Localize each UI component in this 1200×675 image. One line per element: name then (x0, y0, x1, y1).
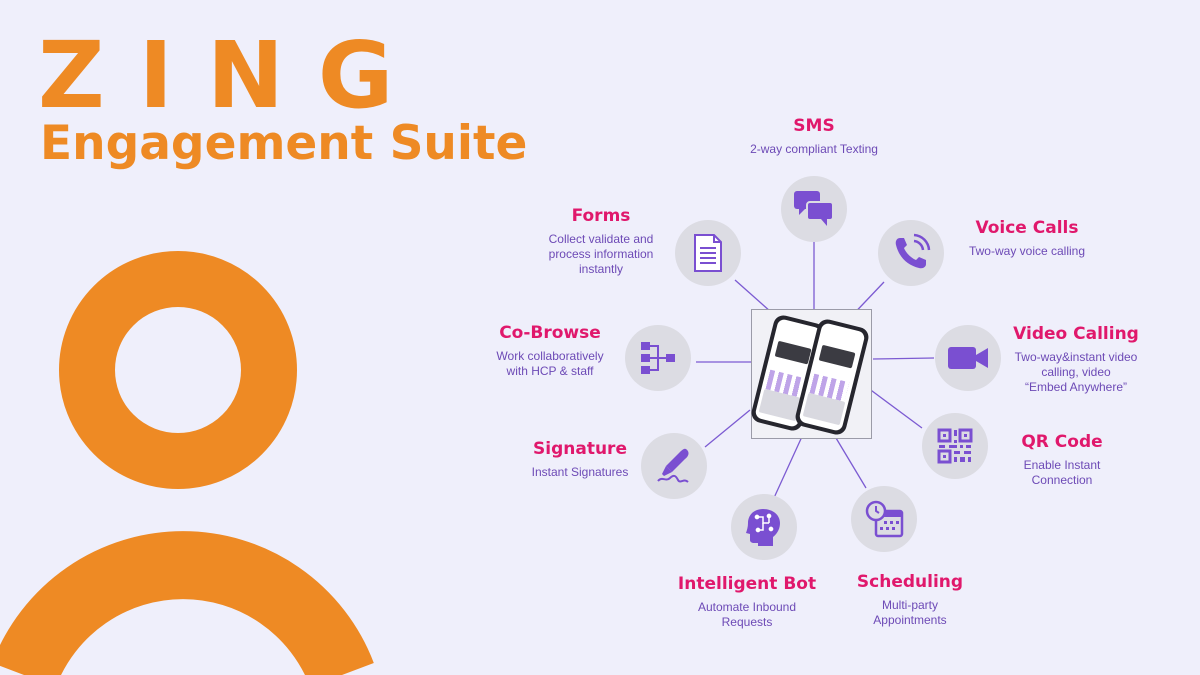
flowchart-icon (625, 325, 691, 391)
feature-video-calling: Video Calling Two-way&instant video call… (1000, 324, 1152, 395)
feature-scheduling: Scheduling Multi-party Appointments (840, 572, 980, 628)
feature-title: Voice Calls (975, 218, 1079, 238)
calendar-clock-icon (851, 486, 917, 552)
feature-title: Scheduling (856, 572, 964, 592)
feature-description: 2-way compliant Texting (750, 142, 878, 156)
ai-head-icon (731, 494, 797, 560)
feature-forms: Forms Collect validate and process infor… (516, 206, 686, 277)
feature-description: Two-way&instant video calling, video “Em… (1014, 350, 1138, 394)
orange-ring (59, 251, 297, 489)
feature-sms: SMS 2-way compliant Texting (714, 116, 914, 157)
feature-voice-calls: Voice Calls Two-way voice calling (947, 218, 1107, 259)
feature-title: SMS (793, 116, 835, 136)
feature-title: Co-Browse (499, 323, 601, 343)
document-icon (675, 220, 741, 286)
feature-qr-code: QR Code Enable Instant Connection (997, 432, 1127, 488)
feature-description: Two-way voice calling (968, 244, 1086, 258)
feature-title: QR Code (1021, 432, 1103, 452)
qr-code-icon (922, 413, 988, 479)
feature-signature: Signature Instant Signatures (505, 439, 655, 480)
video-camera-icon (935, 325, 1001, 391)
feature-description: Enable Instant Connection (1023, 458, 1101, 487)
feature-description: Instant Signatures (531, 465, 629, 479)
phone-ringing-icon (878, 220, 944, 286)
feature-co-browse: Co-Browse Work collaboratively with HCP … (470, 323, 630, 379)
feature-description: Collect validate and process information… (548, 232, 654, 276)
feature-intelligent-bot: Intelligent Bot Automate Inbound Request… (667, 574, 827, 630)
feature-title: Intelligent Bot (677, 574, 817, 594)
feature-description: Multi-party Appointments (873, 598, 947, 627)
feature-title: Forms (571, 206, 631, 226)
brand-subtitle: Engagement Suite (40, 116, 528, 171)
feature-title: Signature (533, 439, 627, 459)
feature-title: Video Calling (1013, 324, 1139, 344)
feature-description: Automate Inbound Requests (697, 600, 797, 629)
chat-bubbles-icon (781, 176, 847, 242)
feature-description: Work collaboratively with HCP & staff (496, 349, 604, 378)
brand-title: ZING (38, 22, 428, 129)
orange-arc (0, 531, 374, 675)
fountain-pen-icon (641, 433, 707, 499)
